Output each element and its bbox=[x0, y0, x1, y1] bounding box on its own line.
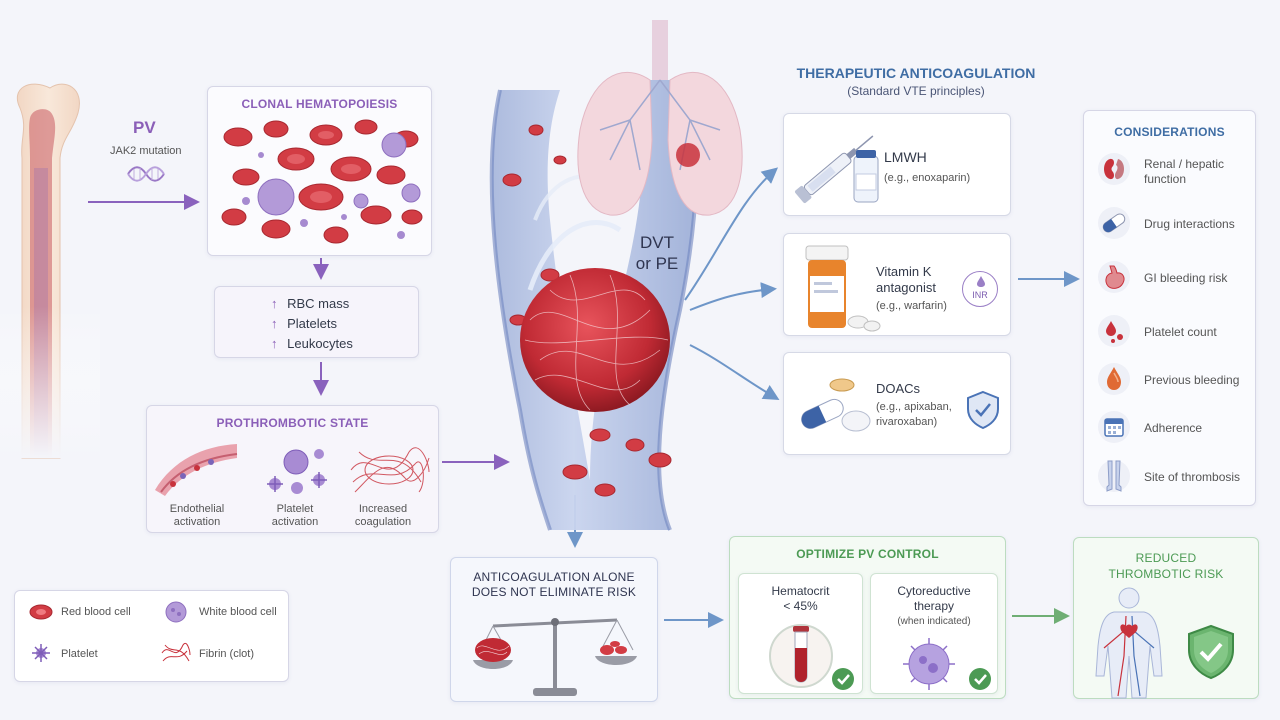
pill-bottle-icon bbox=[805, 245, 881, 332]
blood-drop-icon bbox=[1098, 363, 1130, 395]
check-icon bbox=[969, 668, 991, 690]
increase-label: RBC mass bbox=[287, 296, 350, 311]
balance-scale-icon bbox=[473, 618, 637, 696]
check-icon bbox=[832, 668, 854, 690]
inr-label: INR bbox=[972, 290, 988, 300]
hematocrit-card: Hematocrit< 45% bbox=[738, 573, 863, 694]
considerations-title: CONSIDERATIONS bbox=[1114, 125, 1225, 139]
drug-example: (e.g., enoxaparin) bbox=[884, 172, 971, 184]
coagulation-fibrin-icon bbox=[350, 447, 430, 493]
red-blood-cell-icon bbox=[29, 604, 53, 620]
stomach-icon bbox=[1098, 261, 1130, 293]
dna-icon bbox=[127, 166, 165, 182]
drug-card-lmwh: LMWH (e.g., enoxaparin) bbox=[783, 113, 1011, 216]
increases-panel: ↑ RBC mass ↑ Platelets ↑ Leukocytes bbox=[214, 286, 419, 358]
up-arrow-icon: ↑ bbox=[271, 316, 278, 331]
platelet-activation-icon bbox=[267, 449, 327, 494]
legend-label: Fibrin (clot) bbox=[199, 648, 255, 660]
consideration-site-of-thrombosis: Site of thrombosis bbox=[1084, 459, 1255, 499]
clonal-hematopoiesis-title: CLONAL HEMATOPOIESIS bbox=[241, 97, 398, 111]
vein-clot-illustration bbox=[489, 79, 699, 531]
syringe-icon bbox=[795, 135, 879, 204]
consideration-previous-bleeding: Previous bleeding bbox=[1084, 363, 1255, 403]
legend-label: Platelet bbox=[61, 648, 98, 660]
increase-label: Leukocytes bbox=[287, 336, 353, 351]
consideration-drug-interactions: Drug interactions bbox=[1084, 207, 1255, 247]
blood-drops-icon bbox=[1098, 315, 1130, 347]
increase-row-platelets: ↑ Platelets bbox=[271, 316, 337, 331]
drug-example: (e.g., apixaban,rivaroxaban) bbox=[876, 401, 952, 428]
calendar-icon bbox=[1098, 411, 1130, 443]
pill-icon bbox=[1098, 207, 1130, 239]
optimize-pv-control-title: OPTIMIZE PV CONTROL bbox=[796, 547, 939, 561]
drug-example: (e.g., warfarin) bbox=[876, 300, 947, 312]
consideration-adherence: Adherence bbox=[1084, 411, 1255, 451]
prothrombotic-state-title: PROTHROMBOTIC STATE bbox=[216, 416, 369, 430]
up-arrow-icon: ↑ bbox=[271, 336, 278, 351]
pv-mutation-label: JAK2 mutation bbox=[110, 145, 182, 157]
increase-row-leukocytes: ↑ Leukocytes bbox=[271, 336, 353, 351]
legend-label: White blood cell bbox=[199, 606, 277, 618]
pills-icon bbox=[801, 378, 871, 432]
shield-check-icon bbox=[967, 390, 999, 430]
consideration-label: Site of thrombosis bbox=[1144, 470, 1241, 484]
platelet-icon bbox=[32, 644, 50, 662]
drug-card-doacs: DOACs (e.g., apixaban,rivaroxaban) bbox=[783, 352, 1011, 455]
drug-name: DOACs bbox=[876, 381, 921, 396]
pv-title: PV bbox=[133, 118, 156, 137]
drug-name: LMWH bbox=[884, 149, 927, 165]
kidney-icon bbox=[1098, 153, 1130, 185]
therapeutic-title: THERAPEUTIC ANTICOAGULATION bbox=[796, 65, 1036, 81]
consideration-platelet-count: Platelet count bbox=[1084, 315, 1255, 355]
optimize-pv-control-panel: OPTIMIZE PV CONTROL Hematocrit< 45% Cyto… bbox=[729, 536, 1006, 699]
bone-illustration bbox=[0, 78, 100, 459]
up-arrow-icon: ↑ bbox=[271, 296, 278, 311]
human-body-icon bbox=[1095, 587, 1163, 699]
therapeutic-subtitle: (Standard VTE principles) bbox=[847, 84, 985, 98]
consideration-gi-bleeding: GI bleeding risk bbox=[1084, 261, 1255, 301]
blood-tube-icon bbox=[769, 624, 833, 688]
legend-label: Red blood cell bbox=[61, 606, 131, 618]
consideration-label: Adherence bbox=[1144, 421, 1203, 435]
endothelium-icon bbox=[155, 444, 238, 496]
fibrin-clot-icon bbox=[161, 642, 191, 662]
blood-cells-illustration bbox=[221, 119, 423, 244]
white-blood-cell-icon bbox=[165, 601, 187, 623]
consideration-label: GI bleeding risk bbox=[1144, 271, 1228, 285]
inr-badge: INR bbox=[962, 271, 998, 307]
consideration-label: Platelet count bbox=[1144, 325, 1217, 339]
increase-row-rbc: ↑ RBC mass bbox=[271, 296, 349, 311]
hematocrit-label: Hematocrit< 45% bbox=[771, 584, 830, 613]
increase-label: Platelets bbox=[287, 316, 337, 331]
lungs-icon bbox=[577, 20, 743, 216]
white-blood-cell-icon bbox=[903, 638, 955, 690]
clonal-hematopoiesis-panel: CLONAL HEMATOPOIESIS bbox=[207, 86, 432, 256]
legs-icon bbox=[1098, 460, 1130, 492]
consideration-label: Previous bleeding bbox=[1144, 373, 1240, 387]
consideration-label: Drug interactions bbox=[1144, 217, 1235, 231]
blood-drop-icon bbox=[977, 276, 985, 287]
legend-panel: Red blood cell White blood cell Platelet… bbox=[14, 590, 289, 682]
shield-check-icon bbox=[1188, 624, 1234, 680]
